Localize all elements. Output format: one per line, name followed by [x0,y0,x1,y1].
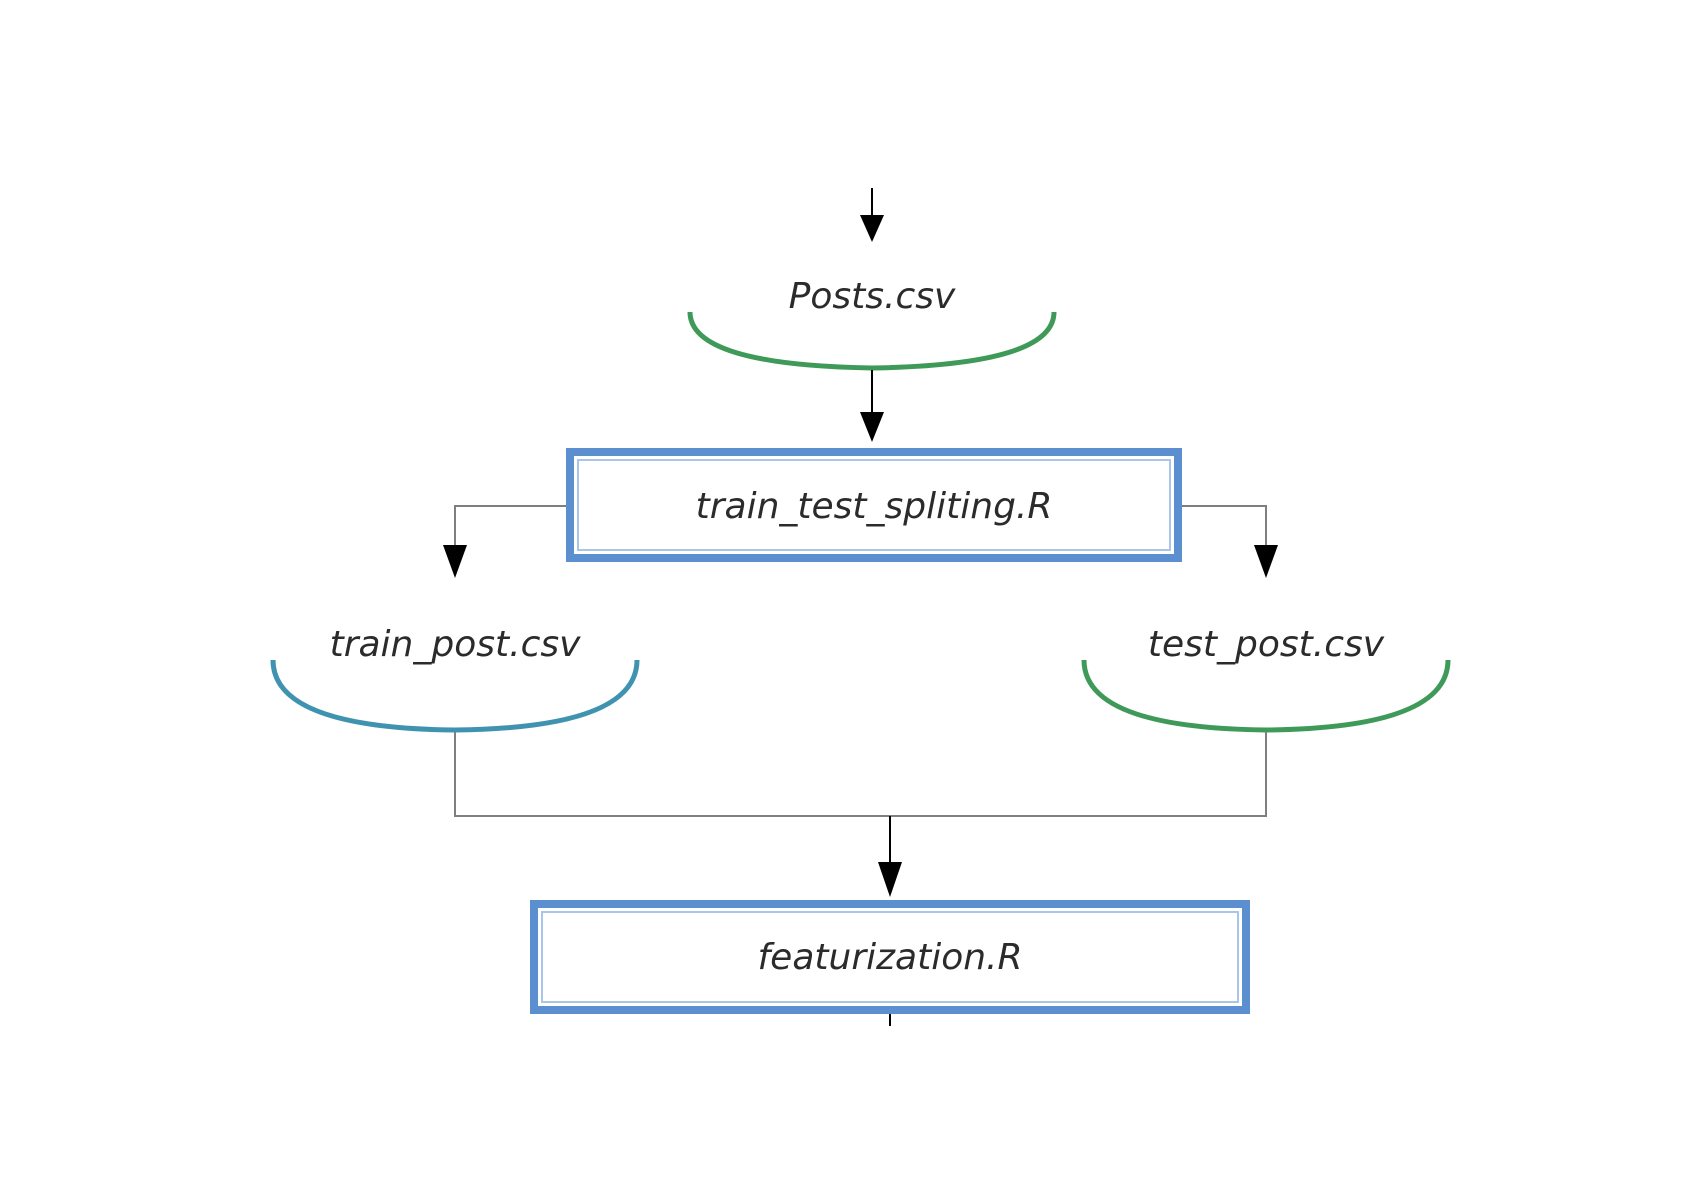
edge-split-to-test [1182,505,1278,578]
data-node-posts[interactable]: Posts.csv [687,276,1057,371]
data-node-train-label: train_post.csv [330,624,582,665]
data-node-posts-label: Posts.csv [789,276,956,317]
process-node-split-label: train_test_spliting.R [696,486,1053,527]
data-node-train[interactable]: train_post.csv [270,624,640,733]
data-node-test-label: test_post.csv [1148,624,1385,665]
data-node-train-arc [270,659,640,733]
edge-split-to-train [443,505,566,578]
edge-train-test-to-feat [454,732,1267,897]
process-node-feat-inner [541,911,1239,1003]
process-node-feat-label: featurization.R [758,937,1023,978]
process-node-feat[interactable]: featurization.R [530,900,1250,1014]
process-node-split-inner [577,459,1171,551]
data-node-posts-arc [687,311,1057,371]
edge-incoming-to-posts [860,188,884,242]
edge-posts-to-split [860,370,884,442]
data-node-test[interactable]: test_post.csv [1081,624,1451,733]
data-node-test-arc [1081,659,1451,733]
process-node-feat-border [530,900,1250,1014]
process-node-split[interactable]: train_test_spliting.R [566,448,1182,562]
process-node-split-border [566,448,1182,562]
